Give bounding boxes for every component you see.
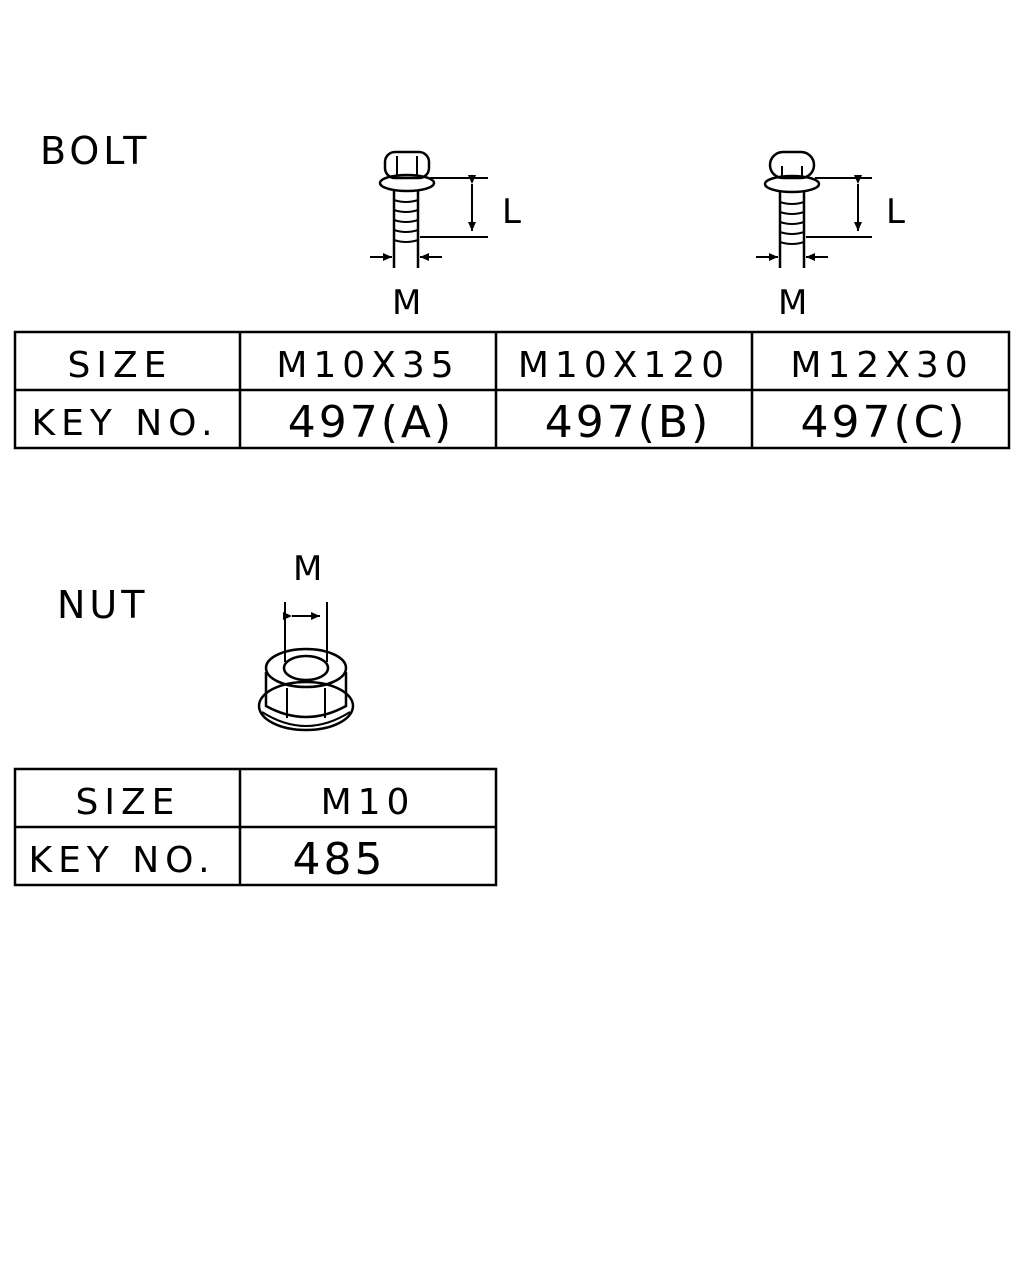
bolt-table [13, 330, 1011, 450]
nut-table-size-cell: M10 [321, 782, 416, 823]
bolt-table-size-cell: M10X120 [518, 345, 730, 386]
bolt-table-size-cell: M12X30 [790, 345, 973, 386]
nut-table [13, 767, 498, 887]
nut-table-size-header: SIZE [76, 782, 181, 823]
bolt-table-keyno-header: KEY NO. [31, 403, 218, 444]
bolt-a-diameter-label: M [392, 283, 421, 323]
bolt-table-keyno-cell: 497(A) [288, 397, 454, 448]
bolt-b-diameter-label: M [778, 283, 807, 323]
nut-table-keyno-cell: 485 [293, 834, 386, 885]
nut-table-keyno-header: KEY NO. [28, 840, 215, 881]
bolt-a-length-label: L [502, 192, 521, 232]
bolt-section-title: BOLT [40, 129, 150, 173]
nut-diameter-label: M [293, 549, 322, 589]
bolt-table-size-header: SIZE [68, 345, 173, 386]
bolt-table-size-cell: M10X35 [276, 345, 459, 386]
nut-section-title: NUT [57, 583, 148, 627]
bolt-a-icon [370, 150, 488, 268]
bolt-table-keyno-cell: 497(B) [545, 397, 712, 448]
bolt-b-icon [756, 150, 872, 268]
flange-nut-icon [257, 602, 355, 732]
bolt-table-keyno-cell: 497(C) [800, 397, 967, 448]
bolt-b-length-label: L [886, 192, 905, 232]
